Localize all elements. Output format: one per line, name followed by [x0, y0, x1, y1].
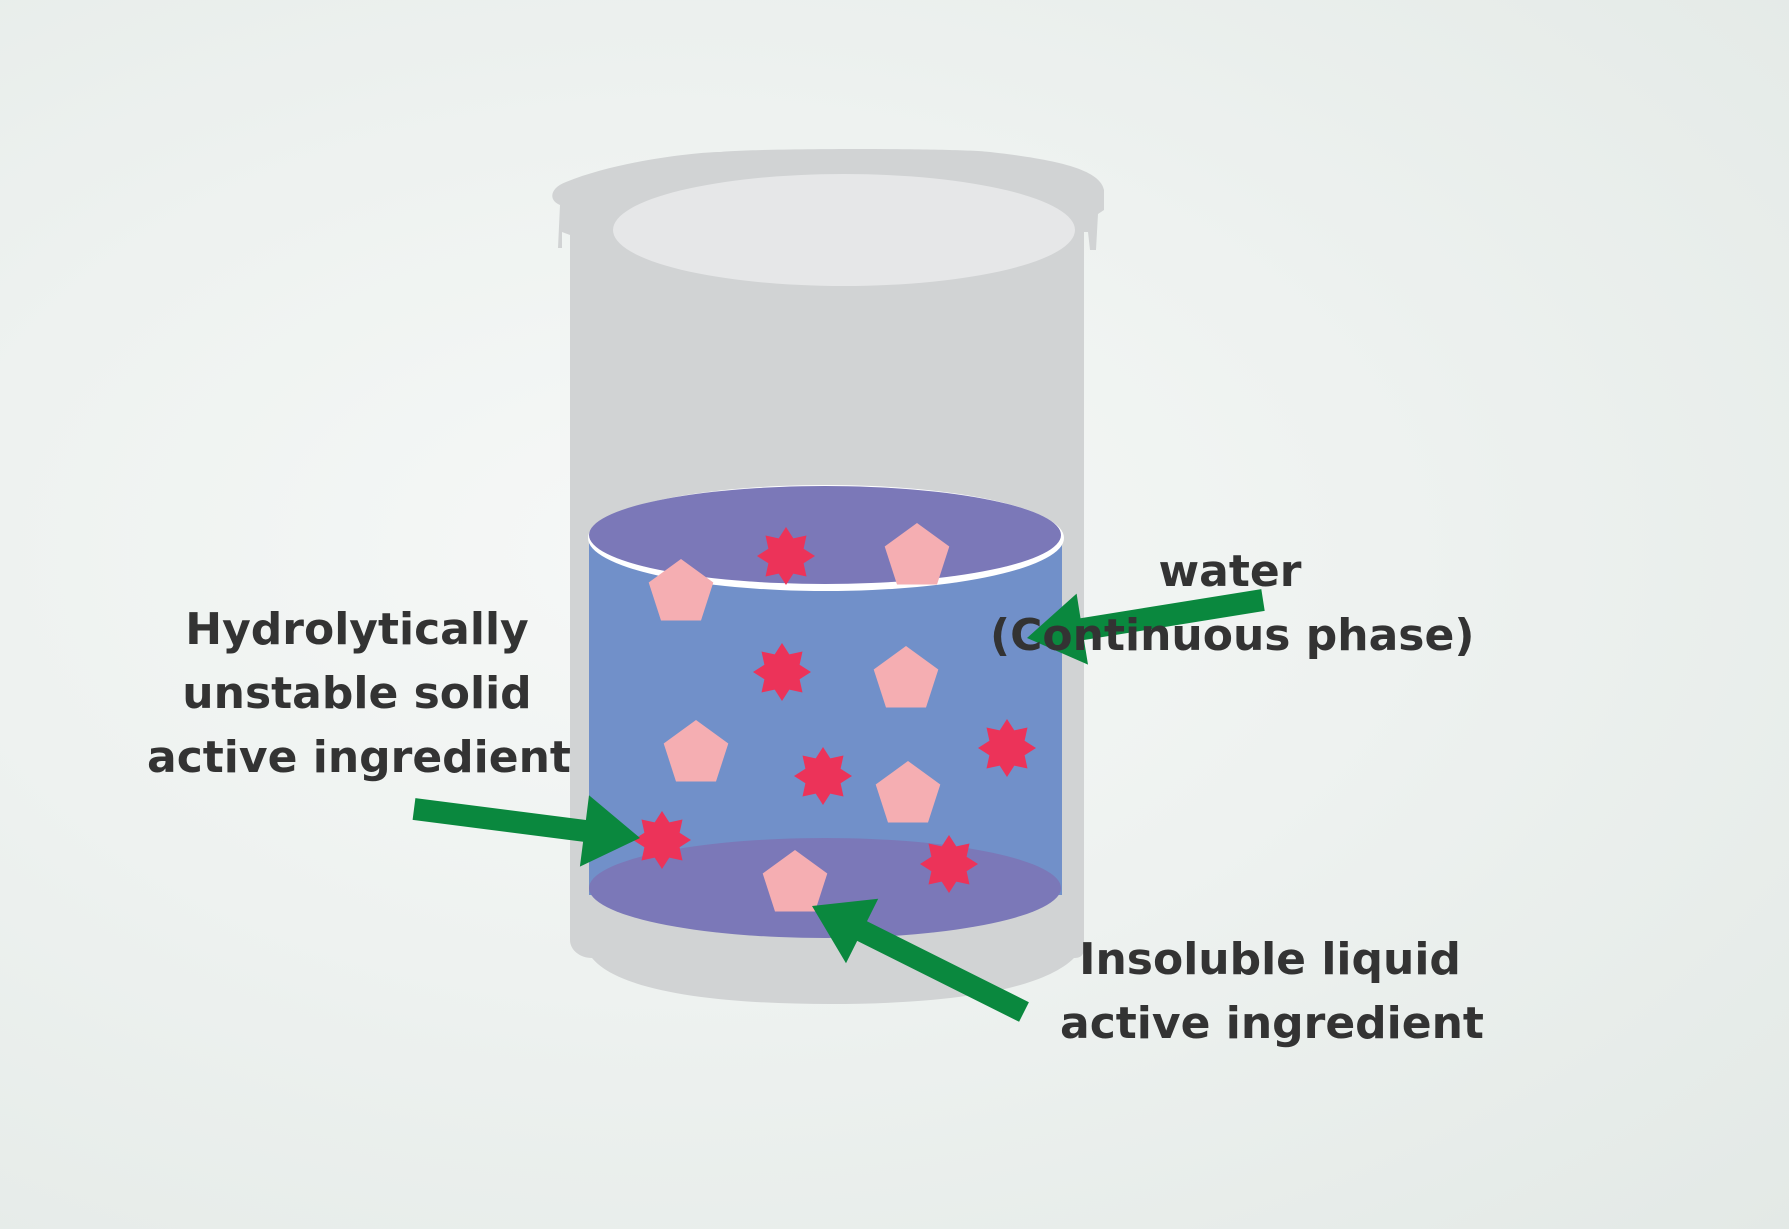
water-label: water (Continuous phase): [990, 540, 1475, 668]
arrows: [412, 589, 1265, 1022]
liquid-droplet-icon: [663, 720, 729, 782]
liquid-label-line-2: active ingredient: [1060, 998, 1484, 1049]
liquid-droplet-icon: [762, 850, 828, 912]
liquid-droplet-icon: [648, 559, 714, 621]
water-label-line-1: water: [1158, 546, 1302, 597]
water-column: [589, 535, 1062, 895]
beaker-opening: [613, 174, 1075, 286]
liquid-droplet-icon: [875, 761, 941, 823]
liquid-ingredient-arrow-icon: [812, 898, 1029, 1022]
solid-label-line-3: active ingredient: [147, 732, 571, 783]
water-label-line-2: (Continuous phase): [990, 610, 1475, 661]
solid-label-line-1: Hydrolytically: [185, 604, 529, 655]
solid-label-line-2: unstable solid: [182, 668, 532, 719]
solid-particle-icon: [978, 719, 1036, 777]
liquid-label-line-1: Insoluble liquid: [1079, 934, 1461, 985]
solid-particle-icon: [794, 747, 852, 805]
solid-ingredient-label: Hydrolytically unstable solid active ing…: [147, 598, 571, 790]
solid-ingredient-arrow-icon: [412, 795, 640, 867]
solid-particle-icon: [920, 835, 978, 893]
liquid-droplet-icon: [873, 646, 939, 708]
liquid-droplet-icon: [884, 523, 950, 585]
solid-particle-icon: [633, 811, 691, 869]
solid-particle-icon: [753, 643, 811, 701]
particles: [633, 523, 1036, 912]
solid-particle-icon: [757, 527, 815, 585]
water-arrow-icon: [1027, 589, 1265, 665]
liquid-ingredient-label: Insoluble liquid active ingredient: [1060, 928, 1484, 1056]
